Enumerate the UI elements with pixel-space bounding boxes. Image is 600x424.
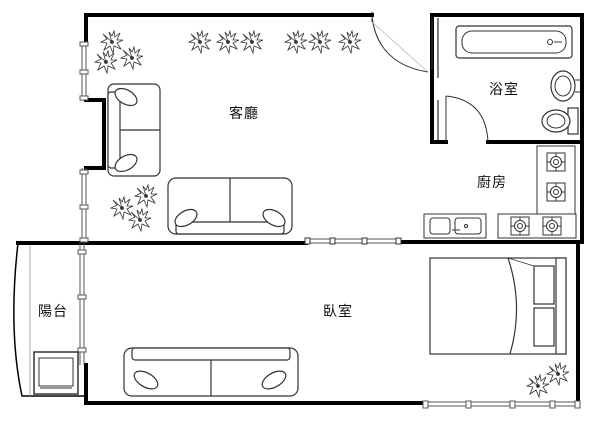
stove-burner-icon — [542, 216, 562, 236]
sofa-icon — [107, 83, 161, 177]
bedroom-label: 臥室 — [323, 304, 353, 320]
balcony — [13, 242, 87, 397]
doors — [304, 16, 489, 245]
toilet-icon — [541, 107, 579, 135]
left-windows — [79, 41, 89, 243]
living-room-label: 客廳 — [229, 106, 259, 122]
balcony-label: 陽台 — [38, 304, 68, 320]
stove-burner-icon — [546, 182, 566, 202]
kitchen-label: 廚房 — [477, 175, 507, 191]
bottom-windows — [422, 400, 581, 409]
sink-icon — [550, 70, 580, 102]
bed-icon — [429, 257, 567, 355]
sofa-icon — [123, 347, 299, 397]
bathroom-label: 浴室 — [489, 82, 519, 98]
bathtub-icon — [455, 25, 573, 59]
washing-machine-icon — [33, 351, 79, 395]
stove-burner-icon — [510, 216, 530, 236]
sofa-icon — [167, 177, 293, 235]
stove-burner-icon — [546, 152, 566, 172]
kitchen-sink-icon — [423, 213, 487, 239]
